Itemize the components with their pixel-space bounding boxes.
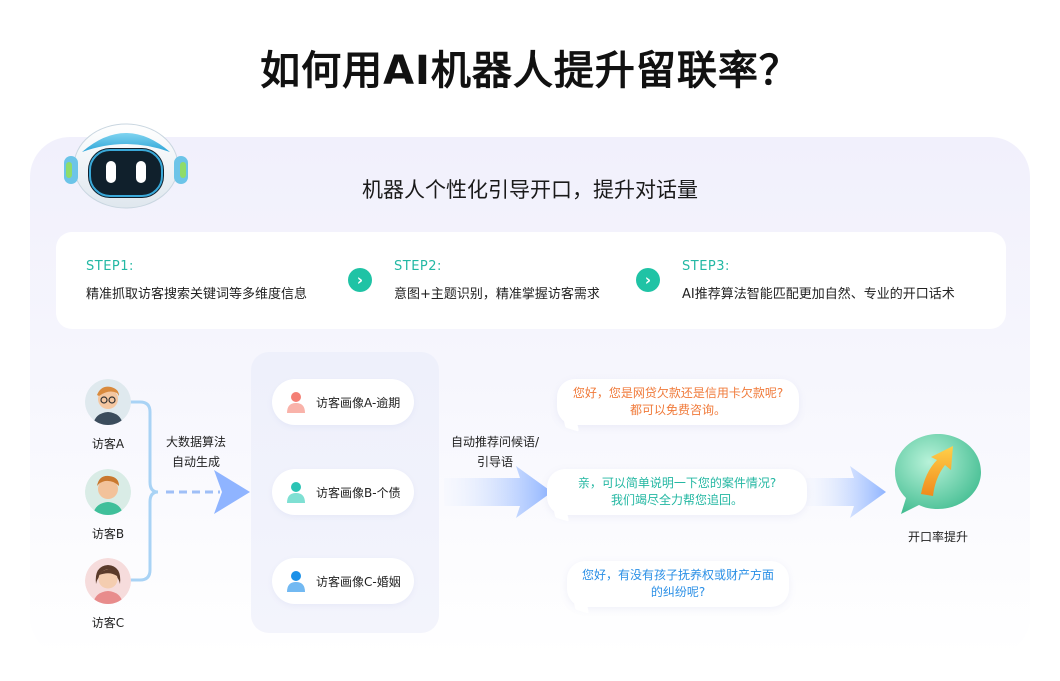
visitor-avatar-icon	[85, 379, 131, 425]
chat-bubble-a: 您好，您是网贷欠款还是信用卡欠款呢? 都可以免费咨询。	[557, 379, 799, 425]
visitor-label: 访客C	[91, 616, 125, 630]
chat-line1: 亲，可以简单说明一下您的案件情况?	[577, 476, 777, 490]
step-label: STEP1:	[86, 259, 134, 274]
content-panel	[30, 137, 1030, 657]
algo-note: 大数据算法 自动生成	[158, 432, 234, 472]
visitor-b: 访客B	[78, 469, 138, 542]
algo-note-line1: 大数据算法	[165, 435, 226, 449]
recommend-note-line2: 引导语	[476, 455, 513, 469]
step-text: 意图+主题识别，精准掌握访客需求	[394, 287, 600, 302]
profile-label: 访客画像C-婚姻	[316, 574, 401, 589]
profile-label: 访客画像A-逾期	[316, 395, 401, 410]
page-title: 如何用AI机器人提升留联率？	[260, 48, 800, 94]
chevron-right-icon: ›	[636, 268, 660, 292]
visitor-a: 访客A	[78, 379, 138, 452]
robot-mascot-icon	[64, 123, 188, 209]
algo-note-line2: 自动生成	[171, 455, 220, 469]
step-3: STEP3: AI推荐算法智能匹配更加自然、专业的开口话术	[682, 259, 955, 302]
chat-line1: 您好，有没有孩子抚养权或财产方面	[581, 568, 774, 582]
step-label: STEP3:	[682, 259, 730, 274]
result-label: 开口率提升	[907, 530, 968, 544]
recommend-note: 自动推荐问候语/ 引导语	[445, 432, 545, 472]
step-text: 精准抓取访客搜索关键词等多维度信息	[86, 287, 308, 302]
profile-label: 访客画像B-个债	[316, 485, 401, 500]
profile-item-b: 访客画像B-个债	[272, 469, 414, 515]
step-label: STEP2:	[394, 259, 442, 274]
chat-bubble-b: 亲，可以简单说明一下您的案件情况? 我们竭尽全力帮您追回。	[547, 469, 807, 515]
recommend-note-line1: 自动推荐问候语/	[450, 435, 540, 449]
chat-line2: 的纠纷呢?	[650, 585, 706, 599]
visitor-c: 访客C	[78, 558, 138, 631]
person-icon	[287, 571, 305, 592]
person-icon	[287, 482, 305, 503]
chat-line1: 您好，您是网贷欠款还是信用卡欠款呢?	[572, 386, 784, 400]
chat-bubble-up-arrow-icon	[895, 434, 981, 514]
chat-bubble-c: 您好，有没有孩子抚养权或财产方面 的纠纷呢?	[567, 561, 789, 607]
step-1: STEP1: 精准抓取访客搜索关键词等多维度信息	[86, 259, 307, 302]
profile-item-c: 访客画像C-婚姻	[272, 558, 414, 604]
visitor-avatar-icon	[85, 469, 131, 515]
step-2: STEP2: 意图+主题识别，精准掌握访客需求	[394, 259, 600, 302]
step-text: AI推荐算法智能匹配更加自然、专业的开口话术	[682, 287, 955, 302]
chat-line2: 都可以免费咨询。	[629, 403, 726, 417]
visitor-label: 访客A	[91, 437, 125, 451]
chat-line2: 我们竭尽全力帮您追回。	[610, 493, 743, 507]
visitor-avatar-icon	[85, 558, 131, 604]
steps-card: STEP1: 精准抓取访客搜索关键词等多维度信息 › STEP2: 意图+主题识…	[56, 232, 1006, 329]
profile-item-a: 访客画像A-逾期	[272, 379, 414, 425]
chevron-right-icon: ›	[348, 268, 372, 292]
visitor-label: 访客B	[91, 527, 125, 541]
section-subtitle: 机器人个性化引导开口，提升对话量	[362, 178, 698, 202]
person-icon	[287, 392, 305, 413]
